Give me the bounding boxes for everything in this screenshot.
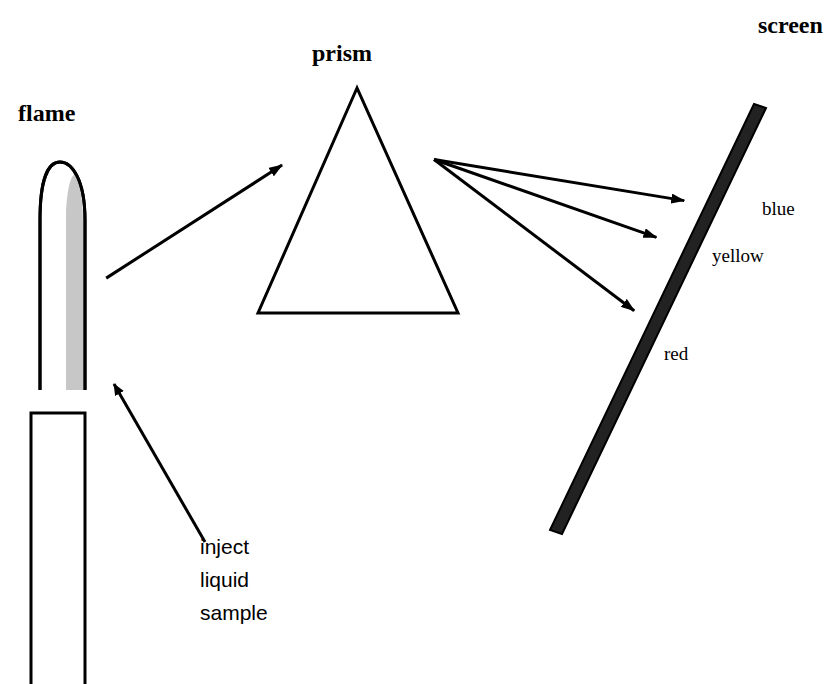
sample-label: inject liquid sample bbox=[200, 530, 282, 629]
leader-arrow bbox=[114, 384, 205, 542]
prism-triangle bbox=[250, 40, 464, 318]
light-ray bbox=[434, 160, 684, 201]
flame-shape bbox=[18, 100, 108, 392]
diagram-node: screen bbox=[548, 12, 826, 536]
node-title: flame bbox=[18, 100, 75, 127]
color-label: red bbox=[664, 343, 688, 365]
light-ray bbox=[434, 160, 656, 238]
diagram-node: prism bbox=[250, 40, 464, 318]
color-label: yellow bbox=[712, 245, 764, 267]
diagram-node: flame bbox=[18, 100, 108, 392]
burner bbox=[31, 413, 85, 684]
color-label: blue bbox=[762, 198, 795, 220]
light-ray bbox=[434, 160, 634, 311]
node-title: prism bbox=[312, 40, 372, 67]
node-title: screen bbox=[758, 12, 823, 39]
light-ray bbox=[106, 165, 282, 278]
screen-bar bbox=[548, 12, 826, 536]
